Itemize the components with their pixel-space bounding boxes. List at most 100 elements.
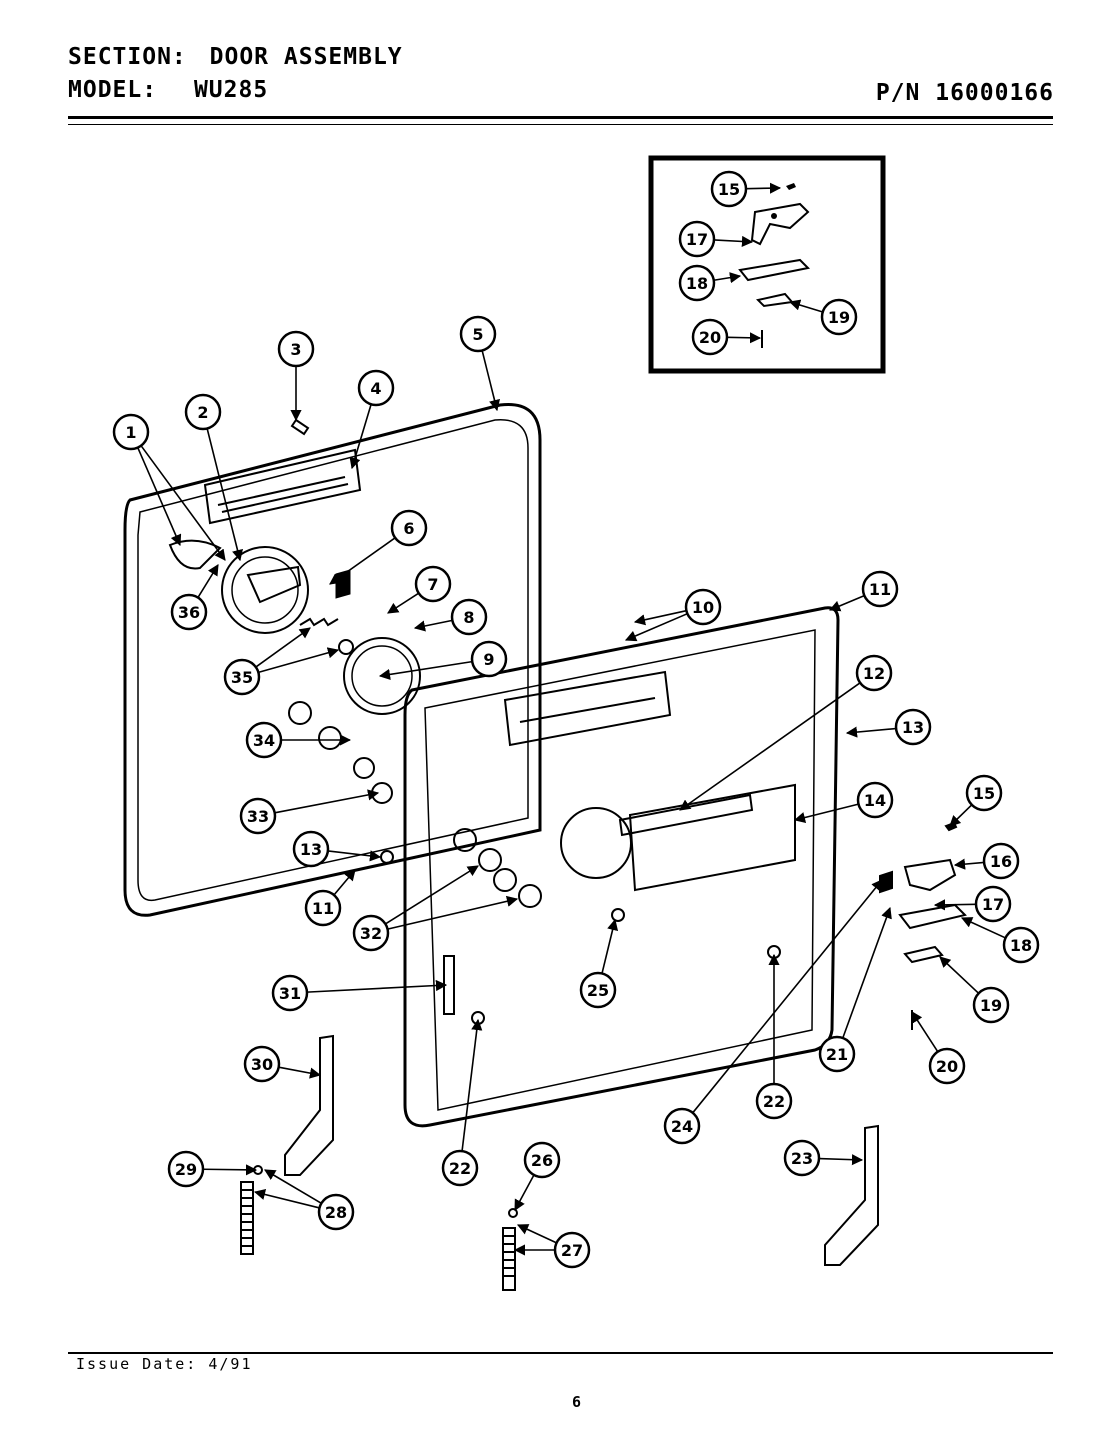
callout-circle bbox=[441, 1149, 479, 1187]
callout-circle bbox=[684, 588, 722, 626]
callout-circle bbox=[965, 774, 1003, 812]
callout-circle bbox=[112, 413, 150, 451]
leader-line bbox=[692, 879, 883, 1114]
callout-circle bbox=[245, 721, 283, 759]
inset-strike-part bbox=[756, 292, 794, 308]
leader-line bbox=[274, 789, 380, 814]
callout-number: 19 bbox=[980, 996, 1002, 1015]
header-rule-thin bbox=[68, 124, 1053, 125]
leader-line bbox=[745, 182, 782, 194]
section-label: SECTION: bbox=[68, 44, 187, 70]
outer-door-panel bbox=[403, 606, 840, 1128]
callout-number: 36 bbox=[178, 603, 200, 622]
callout-number: 16 bbox=[990, 852, 1012, 871]
leader-line bbox=[327, 850, 382, 862]
leader-line bbox=[137, 447, 182, 547]
callout-number: 24 bbox=[671, 1117, 693, 1136]
callout-circle bbox=[292, 830, 330, 868]
leader-line bbox=[253, 1188, 320, 1209]
leader-line bbox=[384, 865, 479, 925]
callout-number: 17 bbox=[982, 895, 1004, 914]
callout-number: 34 bbox=[253, 731, 275, 750]
model-value: WU285 bbox=[193, 77, 269, 103]
callout-number: 27 bbox=[561, 1241, 583, 1260]
model-label: MODEL: bbox=[68, 77, 158, 103]
leader-line bbox=[845, 726, 897, 738]
callout-circle bbox=[579, 971, 617, 1009]
inner-door-panel bbox=[123, 402, 542, 917]
part-number: P/N 16000166 bbox=[875, 80, 1054, 106]
callout-leaders bbox=[137, 182, 1006, 1256]
callout-number: 17 bbox=[686, 230, 708, 249]
leader-line bbox=[788, 299, 823, 313]
callout-number: 15 bbox=[973, 784, 995, 803]
leader-line bbox=[911, 1011, 939, 1053]
page-number: 6 bbox=[572, 1393, 584, 1411]
leader-line bbox=[329, 537, 396, 585]
leader-line bbox=[413, 619, 453, 632]
callout-number: 35 bbox=[231, 668, 253, 687]
callout-number: 4 bbox=[370, 379, 381, 398]
callout-number: 15 bbox=[718, 180, 740, 199]
callout-circle bbox=[678, 220, 716, 258]
callout-circle bbox=[755, 1082, 793, 1120]
callout-circle bbox=[390, 509, 428, 547]
leader-line bbox=[818, 1154, 864, 1166]
callout-circle bbox=[1002, 926, 1040, 964]
leader-line bbox=[713, 272, 742, 284]
callout-number: 21 bbox=[826, 1045, 848, 1064]
callout-number: 13 bbox=[300, 840, 322, 859]
callout-circle bbox=[450, 598, 488, 636]
footer-rule bbox=[68, 1352, 1053, 1354]
callout-circle bbox=[304, 889, 342, 927]
inset-screw-part bbox=[786, 183, 796, 190]
header-rule bbox=[68, 116, 1053, 119]
leader-line bbox=[255, 627, 311, 668]
callout-circle bbox=[783, 1139, 821, 1177]
leader-line bbox=[387, 895, 519, 930]
callout-number: 6 bbox=[403, 519, 414, 538]
callout-circle bbox=[818, 1035, 856, 1073]
leader-line bbox=[387, 592, 420, 614]
leader-line bbox=[828, 594, 865, 612]
leader-line bbox=[202, 1164, 258, 1176]
callout-number: 8 bbox=[463, 608, 474, 627]
leader-line bbox=[264, 1169, 322, 1205]
callout-number: 31 bbox=[279, 984, 301, 1003]
leader-line bbox=[258, 647, 340, 674]
callout-number: 10 bbox=[692, 598, 714, 617]
side-latch-parts bbox=[879, 821, 967, 1030]
callout-number: 14 bbox=[864, 791, 886, 810]
callout-circle bbox=[928, 1047, 966, 1085]
leader-line bbox=[349, 404, 372, 470]
leader-line bbox=[793, 803, 859, 823]
callout-circle bbox=[317, 1193, 355, 1231]
leader-line bbox=[197, 564, 219, 598]
callout-number: 30 bbox=[251, 1055, 273, 1074]
callout-circle bbox=[223, 658, 261, 696]
callout-number: 3 bbox=[290, 340, 301, 359]
leader-line bbox=[601, 918, 619, 974]
callout-circle bbox=[459, 315, 497, 353]
inset-latch-part bbox=[750, 202, 810, 246]
callout-number: 18 bbox=[1010, 936, 1032, 955]
callout-number: 20 bbox=[936, 1057, 958, 1076]
callout-circle bbox=[710, 170, 748, 208]
model-header: MODEL: WU285 bbox=[68, 77, 268, 103]
leader-line bbox=[306, 979, 448, 993]
callout-circle bbox=[277, 330, 315, 368]
callout-number: 23 bbox=[791, 1149, 813, 1168]
section-header: SECTION: DOOR ASSEMBLY bbox=[68, 44, 403, 70]
leader-line bbox=[140, 445, 226, 561]
hinges-springs bbox=[240, 1034, 879, 1291]
leader-line bbox=[939, 956, 980, 994]
leader-line bbox=[953, 858, 985, 870]
callout-number: 9 bbox=[483, 650, 494, 669]
leader-line bbox=[481, 350, 500, 412]
callout-circle bbox=[352, 914, 390, 952]
callout-circle bbox=[856, 781, 894, 819]
callout-number: 25 bbox=[587, 981, 609, 1000]
callout-number: 20 bbox=[699, 328, 721, 347]
callout-circle bbox=[820, 298, 858, 336]
callout-number: 13 bbox=[902, 718, 924, 737]
